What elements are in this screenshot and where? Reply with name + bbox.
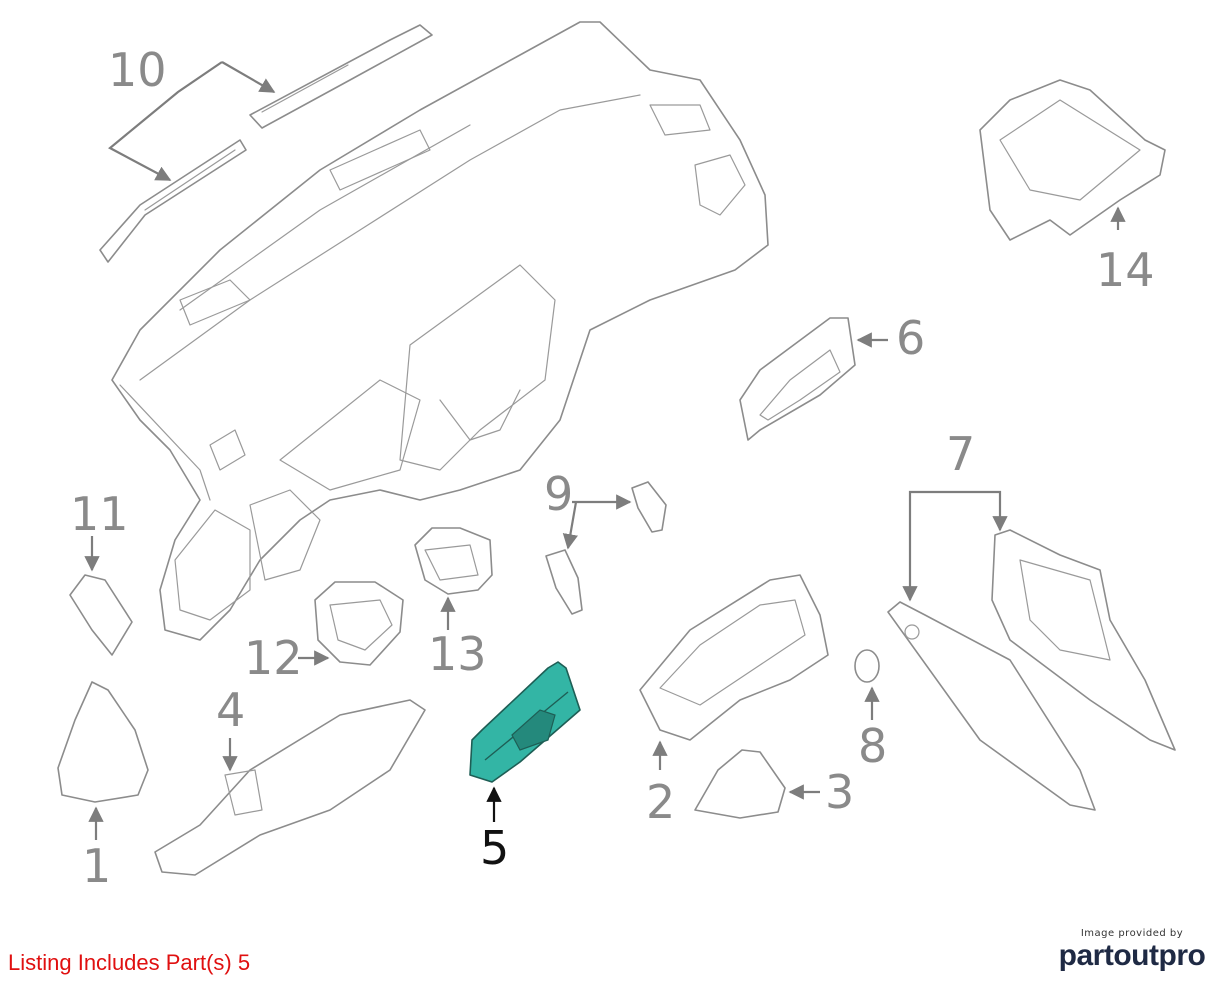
callout-3: 3 xyxy=(825,765,854,819)
part-14-bracket xyxy=(979,79,1166,241)
callout-7: 7 xyxy=(946,427,975,481)
callout-6: 6 xyxy=(896,311,925,365)
part-6-pocket xyxy=(739,317,856,441)
callout-11: 11 xyxy=(70,487,129,541)
part-4-knee-panel xyxy=(154,699,426,876)
part-5-fill xyxy=(469,661,581,783)
callout-2: 2 xyxy=(646,775,675,829)
callout-1: 1 xyxy=(82,839,111,893)
callout-4: 4 xyxy=(216,683,245,737)
part-13-vent xyxy=(414,527,493,595)
part-5-highlighted xyxy=(469,661,581,783)
callout-12: 12 xyxy=(244,631,303,685)
credit-text: Image provided by xyxy=(1080,928,1184,939)
part-1-trim xyxy=(57,681,149,803)
part-7-side-panel xyxy=(887,529,1176,811)
callout-8: 8 xyxy=(858,719,887,773)
part-2-console-trim xyxy=(639,574,829,741)
callout-14: 14 xyxy=(1096,243,1155,297)
part-12-vent xyxy=(314,581,404,666)
callout-13: 13 xyxy=(428,627,487,681)
part-10-defroster-grilles xyxy=(99,24,433,263)
callout-10: 10 xyxy=(108,43,167,97)
part-11-cover xyxy=(69,574,133,656)
image-credit: Image provided by partoutpro xyxy=(1052,928,1212,973)
part-8-clip xyxy=(854,649,880,683)
callout-9: 9 xyxy=(544,467,573,521)
leader-lines xyxy=(84,61,1126,840)
dashboard-panel xyxy=(111,21,769,641)
part-9-brackets xyxy=(545,481,667,615)
part-3-bracket xyxy=(694,749,786,819)
callout-5: 5 xyxy=(480,821,509,875)
listing-caption: Listing Includes Part(s) 5 xyxy=(8,950,251,975)
partoutpro-logo: partoutpro xyxy=(1058,939,1206,972)
